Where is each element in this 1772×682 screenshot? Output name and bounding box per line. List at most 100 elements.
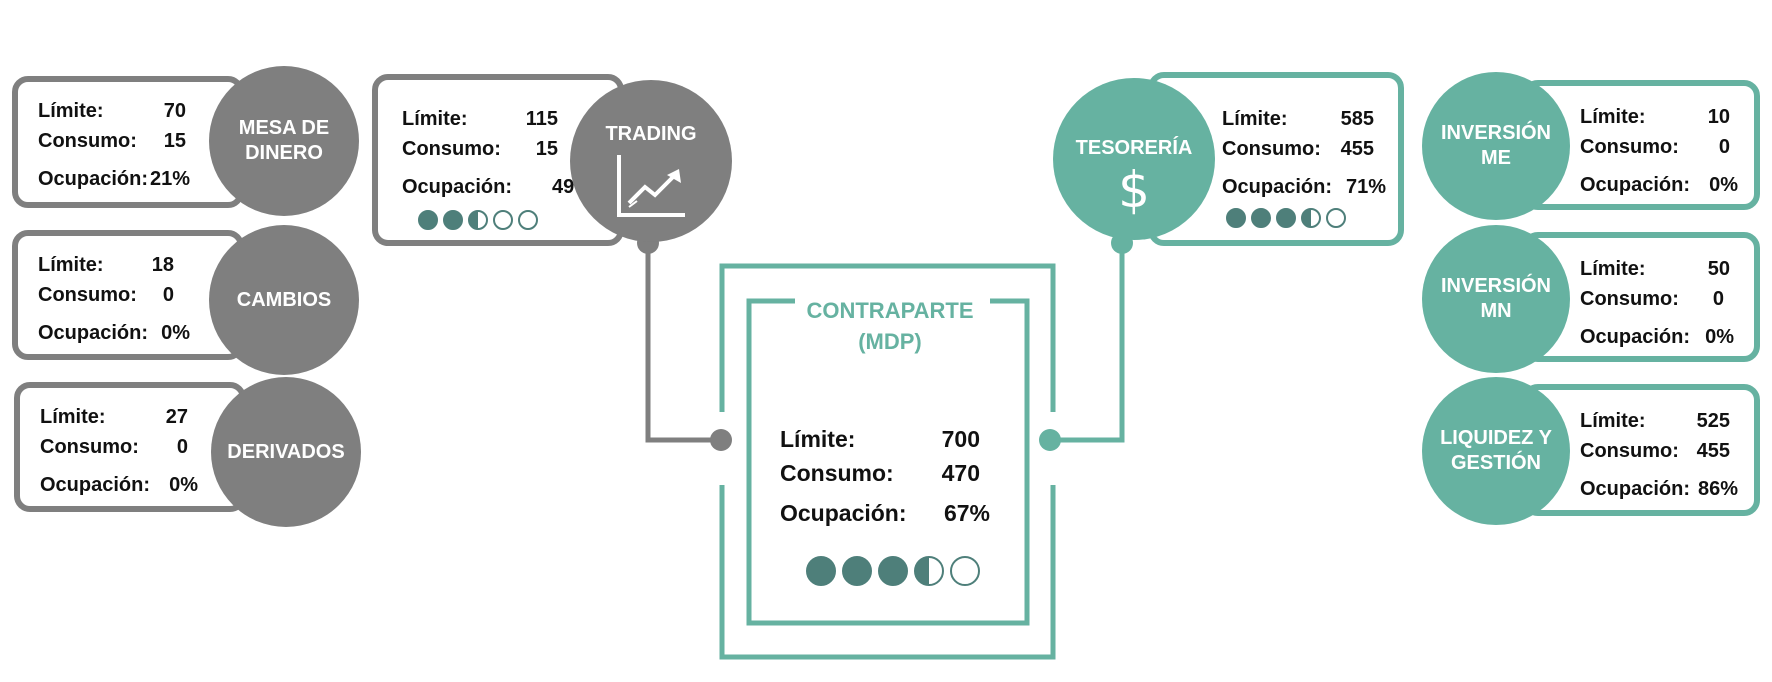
ocupacion-label: Ocupación: <box>38 168 149 190</box>
limite-value: 115 <box>525 108 558 130</box>
contraparte-title: CONTRAPARTE (MDP) <box>790 296 990 358</box>
limite-value: 10 <box>1707 106 1730 128</box>
ocupacion-label: Ocupación: <box>1222 176 1333 198</box>
contraparte-consumo-label: Consumo: <box>780 460 894 486</box>
level-dot-empty <box>493 210 513 230</box>
level-dot-full <box>418 210 438 230</box>
contraparte-title-line1: CONTRAPARTE <box>806 298 974 323</box>
contraparte-outer-frame <box>719 263 1056 660</box>
circle-mesa-de-dinero: MESA DE DINERO <box>209 66 359 216</box>
ocupacion-label: Ocupación: <box>402 176 513 198</box>
contraparte-ocupacion-value: 67% <box>943 500 990 526</box>
circle-cambios: CAMBIOS <box>209 225 359 375</box>
consumo-label: Consumo: <box>1222 138 1321 160</box>
consumo-label: Consumo: <box>40 436 139 458</box>
circle-label-line1: TRADING <box>605 123 697 145</box>
tesoreria-level-dots <box>1226 208 1346 228</box>
limite-label: Límite: <box>1222 108 1288 130</box>
level-dot-empty <box>518 210 538 230</box>
level-dot-full <box>1251 208 1271 228</box>
card-inversion-me: Límite: 10 Consumo: 0 Ocupación: 0% <box>1522 80 1760 210</box>
ocupacion-value: 0% <box>1709 174 1738 196</box>
level-dot-full <box>806 556 836 586</box>
consumo-value: 0 <box>1718 136 1730 158</box>
limite-value: 18 <box>151 254 174 276</box>
circle-trading: TRADING <box>570 80 732 242</box>
level-dot-half <box>468 210 488 230</box>
contraparte-level-dots <box>806 556 980 586</box>
consumo-label: Consumo: <box>1580 440 1679 462</box>
circle-liquidez-y-gestion: LIQUIDEZ Y GESTIÓN <box>1422 377 1570 525</box>
level-dot-full <box>878 556 908 586</box>
consumo-label: Consumo: <box>1580 136 1679 158</box>
consumo-value: 0 <box>1712 288 1724 310</box>
consumo-value: 0 <box>162 284 174 306</box>
circle-label-line1: DERIVADOS <box>227 440 345 463</box>
ocupacion-label: Ocupación: <box>1580 326 1691 348</box>
circle-label-line1: INVERSIÓN <box>1440 275 1552 297</box>
consumo-label: Consumo: <box>38 284 137 306</box>
limite-value: 585 <box>1340 108 1374 130</box>
circle-label-line2: ME <box>1481 147 1511 169</box>
level-dot-empty <box>1326 208 1346 228</box>
tesoreria-connector-dot-bottom <box>1039 429 1061 451</box>
limite-value: 27 <box>165 406 188 428</box>
limite-label: Límite: <box>38 100 104 122</box>
circle-label-line2: GESTIÓN <box>1450 452 1541 474</box>
ocupacion-label: Ocupación: <box>40 474 151 496</box>
card-derivados: Límite: 27 Consumo: 0 Ocupación: 0% <box>14 382 246 512</box>
contraparte-ocupacion-label: Ocupación: <box>780 500 907 526</box>
consumo-label: Consumo: <box>1580 288 1679 310</box>
consumo-value: 455 <box>1696 440 1730 462</box>
level-dot-full <box>1226 208 1246 228</box>
ocupacion-value: 0% <box>169 474 198 496</box>
limite-label: Límite: <box>1580 258 1646 280</box>
ocupacion-label: Ocupación: <box>1580 174 1691 196</box>
contraparte-consumo-value: 470 <box>941 460 980 486</box>
consumo-value: 455 <box>1340 138 1374 160</box>
limite-label: Límite: <box>40 406 106 428</box>
circle-tesoreria: TESORERÍA $ <box>1053 78 1215 240</box>
circle-label-line2: MN <box>1480 300 1512 322</box>
circle-derivados: DERIVADOS <box>211 377 361 527</box>
level-dot-half <box>1301 208 1321 228</box>
consumo-value: 15 <box>163 130 186 152</box>
contraparte-limite-value: 700 <box>941 426 980 452</box>
limite-value: 525 <box>1696 410 1730 432</box>
limite-label: Límite: <box>402 108 468 130</box>
trading-level-dots <box>418 210 538 230</box>
circle-label-line1: LIQUIDEZ Y <box>1440 427 1552 449</box>
ocupacion-value: 71% <box>1345 176 1386 198</box>
ocupacion-value: 86% <box>1697 478 1738 500</box>
level-dot-half <box>914 556 944 586</box>
limite-label: Límite: <box>1580 106 1646 128</box>
consumo-value: 15 <box>535 138 558 160</box>
consumo-label: Consumo: <box>38 130 137 152</box>
card-mesa-de-dinero: Límite: 70 Consumo: 15 Ocupación: 21% <box>12 76 244 208</box>
level-dot-full <box>842 556 872 586</box>
consumo-value: 0 <box>176 436 188 458</box>
limite-label: Límite: <box>38 254 104 276</box>
ocupacion-label: Ocupación: <box>1580 478 1691 500</box>
level-dot-full <box>1276 208 1296 228</box>
level-dot-full <box>443 210 463 230</box>
card-cambios: Límite: 18 Consumo: 0 Ocupación: 0% <box>12 230 244 360</box>
ocupacion-label: Ocupación: <box>38 322 149 344</box>
ocupacion-value: 0% <box>1705 326 1734 348</box>
ocupacion-value: 21% <box>149 168 190 190</box>
tesoreria-connector <box>1050 243 1125 443</box>
dollar-icon: $ <box>1118 161 1150 219</box>
circle-label-line1: CAMBIOS <box>236 288 332 311</box>
circle-label-line1: INVERSIÓN <box>1440 122 1552 144</box>
chart-up-icon <box>617 155 685 217</box>
card-inversion-mn: Límite: 50 Consumo: 0 Ocupación: 0% <box>1522 232 1760 362</box>
circle-inversion-me: INVERSIÓN ME <box>1422 72 1570 220</box>
circle-label-line1: TESORERÍA <box>1075 137 1193 159</box>
circle-label-line2: DINERO <box>245 142 323 164</box>
circle-inversion-mn: INVERSIÓN MN <box>1422 225 1570 373</box>
contraparte-limite-label: Límite: <box>780 426 856 452</box>
limite-label: Límite: <box>1580 410 1646 432</box>
card-liquidez-y-gestion: Límite: 525 Consumo: 455 Ocupación: 86% <box>1522 384 1760 516</box>
circle-label-line1: MESA DE <box>238 117 330 139</box>
